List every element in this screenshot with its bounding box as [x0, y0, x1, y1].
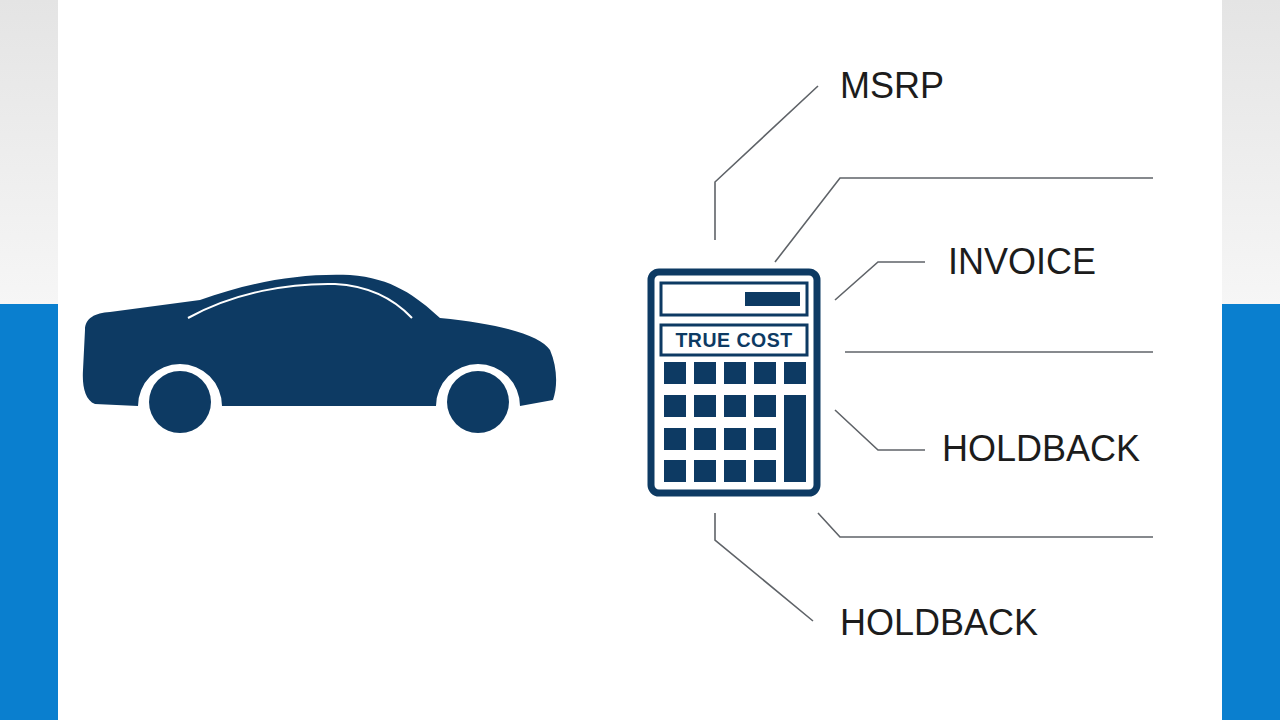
calculator-key [694, 395, 716, 417]
leader-label: MSRP [840, 68, 944, 104]
calculator-key [664, 362, 686, 384]
calculator-label: TRUE COST [661, 325, 807, 355]
calculator-key [664, 460, 686, 482]
label-panel [661, 325, 807, 355]
calculator-key [754, 428, 776, 450]
calculator-key [724, 362, 746, 384]
calculator-key [694, 460, 716, 482]
calculator-key [694, 428, 716, 450]
calculator-key [784, 362, 806, 384]
calculator-body [651, 272, 817, 493]
calculator-node: TRUE COST [647, 268, 821, 497]
calculator-key [724, 428, 746, 450]
leader-label: HOLDBACK [840, 605, 1038, 641]
calculator-key [724, 460, 746, 482]
leader-label: INVOICE [948, 244, 1096, 280]
leader-label: HOLDBACK [942, 431, 1140, 467]
calculator-outline [647, 268, 821, 497]
car-silhouette [83, 275, 556, 433]
screen-display [745, 292, 800, 306]
calculator-key [784, 395, 806, 482]
calculator-key [754, 395, 776, 417]
calculator-key [754, 362, 776, 384]
calculator-key [664, 428, 686, 450]
calculator-key [724, 395, 746, 417]
calculator-key [664, 395, 686, 417]
calculator-screen [661, 283, 807, 315]
calculator-key [754, 460, 776, 482]
calculator-key [694, 362, 716, 384]
